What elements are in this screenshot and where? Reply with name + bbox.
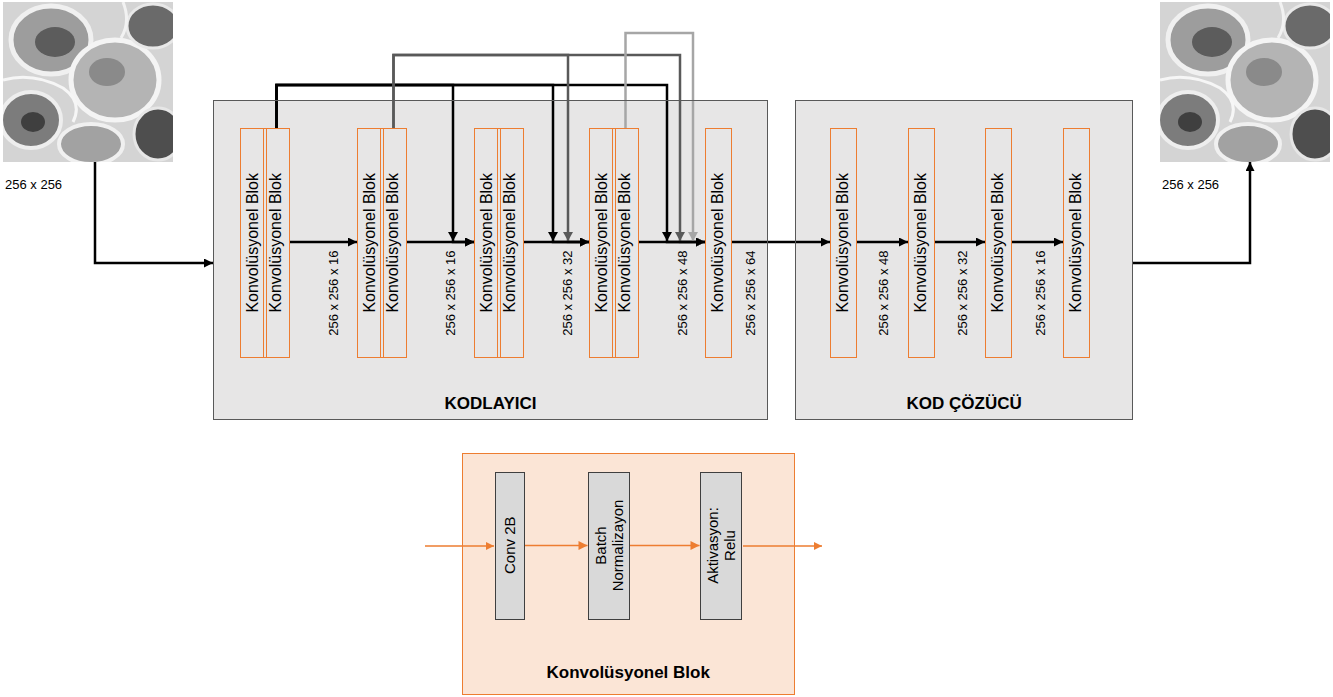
dimension-label: 256 x 256 x 48 — [876, 250, 890, 335]
block-label: Konvolüsyonel Blok — [912, 172, 930, 312]
block-label: Konvolüsyonel Blok — [709, 172, 727, 312]
microscopy-image: 256 x 256 — [1160, 2, 1330, 162]
conv-block: Konvolüsyonel Blok — [830, 128, 857, 358]
block-detail-panel: Konvolüsyonel Blok Conv 2B Batch Normaliza… — [462, 453, 795, 695]
layer-label: Conv 2B — [501, 516, 518, 574]
dimension-label: 256 x 256 x 16 — [1033, 250, 1047, 335]
output-microscopy-image — [1158, 2, 1333, 164]
layer-box: Aktivasyon: Relu — [700, 472, 742, 620]
flow-arrow — [639, 241, 705, 244]
dimension-label: 256 x 256 x 48 — [675, 250, 689, 335]
flow-arrow — [407, 241, 474, 244]
conv-block: Konvolüsyonel Blok — [705, 128, 732, 358]
decoder-panel-fill — [795, 100, 1133, 420]
block-label: Konvolüsyonel Blok — [384, 172, 402, 312]
dimension-label: 256 x 256 x 32 — [560, 250, 574, 335]
flow-arrow — [1012, 241, 1063, 244]
junction-arrowhead — [563, 232, 573, 241]
panel-title: KODLAYICI — [445, 395, 537, 414]
dimension-label: 256 x 256 x 16 — [443, 250, 457, 335]
junction-arrowhead — [662, 232, 672, 241]
flow-arrow — [290, 241, 357, 244]
conv-block: Konvolüsyonel Blok — [985, 128, 1012, 358]
flow-arrow — [935, 241, 985, 244]
encoder-panel-fill — [213, 100, 768, 420]
block-label: Konvolüsyonel Blok — [478, 172, 496, 312]
conv-block: Konvolüsyonel Blok — [1063, 128, 1090, 358]
skip-connection — [277, 85, 590, 242]
input-microscopy-image — [1, 2, 182, 164]
block-input-arrow — [425, 545, 494, 547]
dimension-label: 256 x 256 x 64 — [743, 250, 757, 335]
image-size-label: 256 x 256 — [1162, 178, 1219, 192]
conv-block: Konvolüsyonel Blok — [497, 128, 524, 358]
flow-arrow — [524, 241, 589, 244]
panel-title: KOD ÇÖZÜCÜ — [907, 395, 1022, 414]
block-label: Konvolüsyonel Blok — [1067, 172, 1085, 312]
conv-block: Konvolüsyonel Blok — [908, 128, 935, 358]
block-label: Konvolüsyonel Blok — [616, 172, 634, 312]
dimension-label: 256 x 256 x 16 — [326, 250, 340, 335]
layer-box: Conv 2B — [495, 472, 525, 620]
block-output-arrow — [743, 545, 822, 547]
image-size-label: 256 x 256 — [5, 178, 62, 192]
conv-block: Konvolüsyonel Blok — [612, 128, 639, 358]
skip-connection — [626, 33, 706, 242]
block-label: Konvolüsyonel Blok — [361, 172, 379, 312]
block-label: Konvolüsyonel Blok — [501, 172, 519, 312]
block-label: Konvolüsyonel Blok — [244, 172, 262, 312]
block-label: Konvolüsyonel Blok — [989, 172, 1007, 312]
layer-box: Batch Normalizayon — [588, 472, 630, 620]
panel-title: Konvolüsyonel Blok — [547, 664, 710, 683]
conv-block: Konvolüsyonel Blok — [380, 128, 407, 358]
junction-arrowhead — [548, 232, 558, 241]
flow-arrow — [1133, 162, 1250, 263]
flow-arrow — [630, 545, 700, 547]
flow-arrow — [732, 241, 830, 244]
block-label: Konvolüsyonel Blok — [834, 172, 852, 312]
microscopy-image: 256 x 256 — [3, 2, 173, 162]
flow-arrow — [857, 241, 908, 244]
block-label: Konvolüsyonel Blok — [593, 172, 611, 312]
block-detail-fill — [462, 453, 795, 695]
flow-arrow — [95, 162, 213, 263]
dimension-label: 256 x 256 x 32 — [955, 250, 969, 335]
layer-label: Batch Normalizayon — [592, 494, 625, 598]
skip-connection — [394, 55, 706, 242]
block-label: Konvolüsyonel Blok — [267, 172, 285, 312]
layer-label: Aktivasyon: Relu — [704, 494, 737, 598]
junction-arrowhead — [688, 232, 698, 241]
flow-arrow — [525, 545, 588, 547]
junction-arrowhead — [675, 232, 685, 241]
conv-block: Konvolüsyonel Blok — [263, 128, 290, 358]
junction-arrowhead — [448, 232, 458, 241]
